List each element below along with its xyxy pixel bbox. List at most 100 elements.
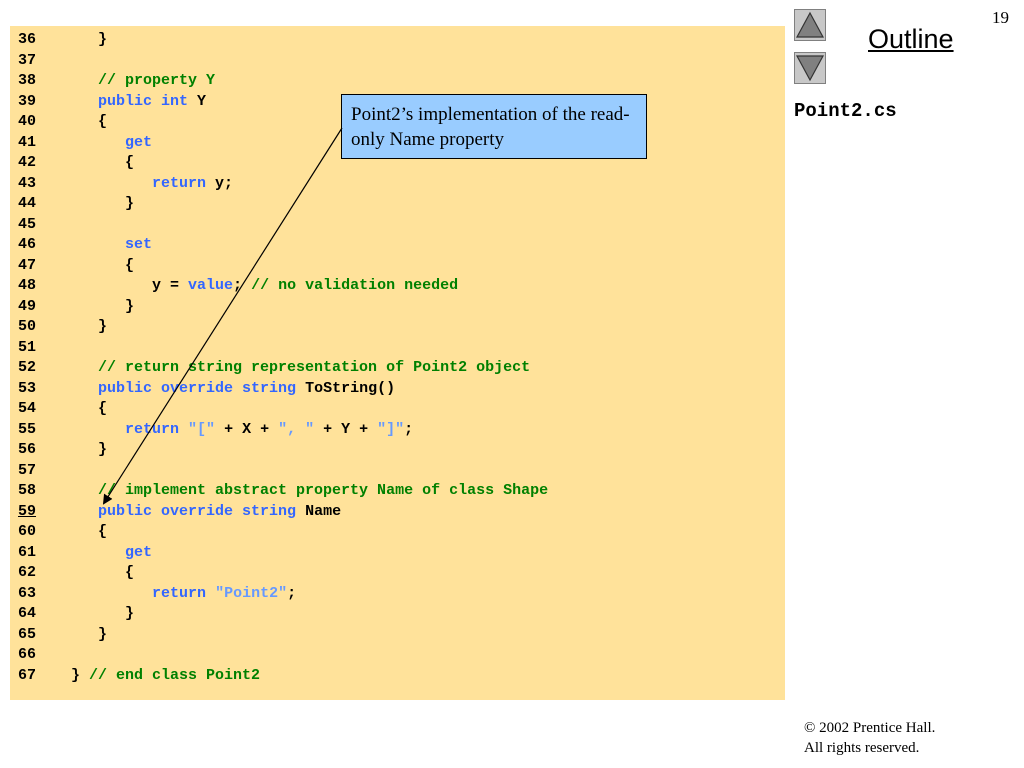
- code-text: }: [44, 666, 90, 684]
- code-text: + X +: [215, 420, 279, 438]
- line-number: 53: [18, 379, 37, 397]
- code-text: {: [44, 523, 108, 540]
- code-line: 44 }: [18, 194, 778, 214]
- code-text: [44, 72, 98, 89]
- line-number: 46: [18, 236, 37, 253]
- copyright-line-2: All rights reserved.: [804, 740, 920, 756]
- code-string: "]": [377, 420, 405, 438]
- line-number: 64: [18, 605, 37, 622]
- code-line: 61 get: [18, 543, 778, 563]
- code-text: {: [44, 113, 108, 130]
- code-line: 56 }: [18, 440, 778, 460]
- line-number: 51: [18, 338, 37, 356]
- code-keyword: public override string: [98, 379, 297, 397]
- code-text: [44, 380, 98, 397]
- page-number: 19: [992, 8, 1009, 27]
- previous-slide-button[interactable]: [794, 9, 826, 41]
- code-keyword: value: [188, 277, 234, 294]
- line-number: 60: [18, 523, 37, 540]
- code-text: ;: [287, 584, 297, 602]
- copyright-notice: © 2002 Prentice Hall. All rights reserve…: [804, 718, 935, 758]
- code-text: }: [44, 297, 135, 315]
- code-text: [44, 134, 125, 151]
- code-line: 38 // property Y: [18, 71, 778, 91]
- code-line: 43 return y;: [18, 174, 778, 194]
- line-number: 61: [18, 543, 37, 561]
- code-text: [179, 421, 188, 438]
- triangle-up-icon: [795, 11, 825, 38]
- code-line: 45: [18, 215, 778, 235]
- code-line: 47 {: [18, 256, 778, 276]
- line-number: 50: [18, 318, 37, 335]
- code-text: Name: [296, 502, 342, 520]
- triangle-down-icon: [795, 55, 825, 82]
- line-number: 54: [18, 400, 37, 417]
- code-line: 64 }: [18, 604, 778, 624]
- code-keyword: get: [125, 543, 153, 561]
- code-comment: // return string representation of Point…: [98, 359, 531, 376]
- code-line: 46 set: [18, 235, 778, 255]
- copyright-line-1: © 2002 Prentice Hall.: [804, 720, 936, 736]
- code-text: ToString(): [296, 379, 396, 397]
- code-text: }: [44, 441, 108, 458]
- line-number: 39: [18, 92, 37, 110]
- code-text: }: [44, 605, 135, 622]
- code-line: 40 {: [18, 112, 778, 132]
- code-text: {: [44, 256, 135, 274]
- code-comment: // property Y: [98, 72, 216, 89]
- line-number: 66: [18, 646, 37, 663]
- file-name: Point2.cs: [794, 100, 897, 122]
- code-text: y =: [44, 277, 189, 294]
- line-number: 41: [18, 133, 37, 151]
- next-slide-button[interactable]: [794, 52, 826, 84]
- code-line: 66: [18, 645, 778, 665]
- code-text: ;: [404, 420, 414, 438]
- line-number: 48: [18, 277, 37, 294]
- code-line: 60 {: [18, 522, 778, 542]
- line-number: 45: [18, 215, 37, 233]
- line-number: 56: [18, 441, 37, 458]
- line-number: 44: [18, 195, 37, 212]
- line-number: 42: [18, 154, 37, 171]
- code-text: [44, 544, 125, 561]
- code-text: + Y +: [314, 420, 378, 438]
- line-number: 49: [18, 297, 37, 315]
- line-number: 58: [18, 482, 37, 499]
- code-text: {: [44, 400, 108, 417]
- code-line: 52 // return string representation of Po…: [18, 358, 778, 378]
- code-line: 51: [18, 338, 778, 358]
- line-number: 62: [18, 564, 37, 581]
- code-text: [206, 585, 215, 602]
- line-number: 55: [18, 420, 37, 438]
- code-keyword: get: [125, 133, 153, 151]
- code-text: [44, 175, 152, 192]
- code-line: 63 return "Point2";: [18, 584, 778, 604]
- code-text: y;: [206, 174, 234, 192]
- code-line: 62 {: [18, 563, 778, 583]
- code-text: [44, 93, 98, 110]
- code-text: }: [44, 625, 108, 643]
- code-line: 57: [18, 461, 778, 481]
- code-keyword: return: [152, 174, 207, 192]
- code-keyword: public override string: [98, 502, 297, 520]
- code-line: 37: [18, 51, 778, 71]
- line-number: 57: [18, 461, 37, 479]
- outline-link[interactable]: Outline: [868, 24, 954, 54]
- code-text: }: [44, 195, 135, 212]
- code-line: 36 }: [18, 30, 778, 50]
- code-line: 48 y = value; // no validation needed: [18, 276, 778, 296]
- line-number: 63: [18, 584, 37, 602]
- code-keyword: public int: [98, 92, 189, 110]
- code-line: 65 }: [18, 625, 778, 645]
- code-text: [44, 503, 98, 520]
- code-comment: // implement abstract property Name of c…: [98, 482, 549, 499]
- code-keyword: set: [125, 236, 153, 253]
- code-string: ", ": [278, 420, 315, 438]
- line-number: 43: [18, 174, 37, 192]
- line-number: 59: [18, 502, 37, 520]
- line-number: 47: [18, 256, 37, 274]
- code-line: 39 public int Y: [18, 92, 778, 112]
- code-text: }: [44, 31, 108, 48]
- code-text: {: [44, 154, 135, 171]
- line-number: 65: [18, 625, 37, 643]
